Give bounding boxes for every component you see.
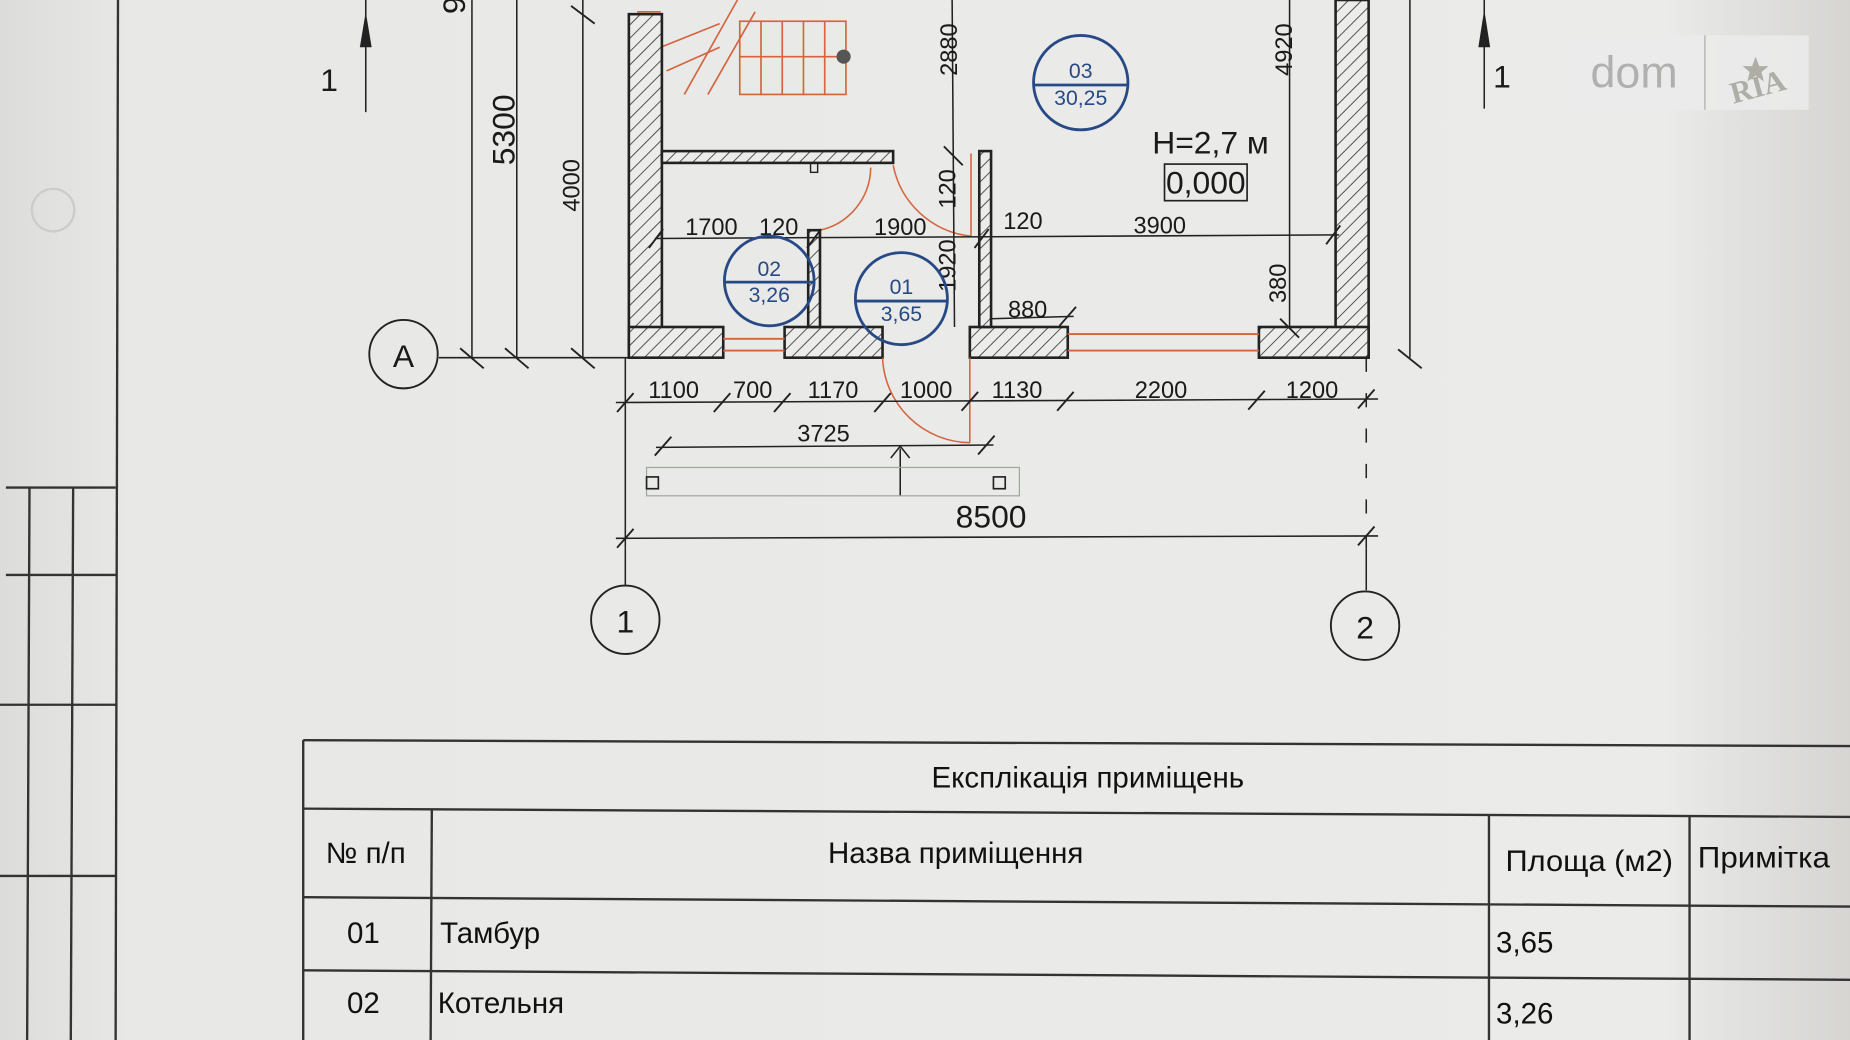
axis-marker-2: 2 <box>1329 548 1401 661</box>
table-title: Експлікація приміщень <box>932 761 1245 794</box>
room-marker-03: 03 30,25 <box>1032 33 1130 132</box>
dimension-label: 1700 <box>685 215 737 241</box>
dimension-label: 3900 <box>1134 214 1186 240</box>
table-row: 01 Тамбур 3,65 <box>347 917 1553 959</box>
cell-number: 01 <box>347 917 380 950</box>
dimension-label: 4920 <box>1272 23 1298 76</box>
column-header: Назва приміщення <box>828 837 1083 870</box>
vertical-dimensions-left: 9 5300 4000 <box>436 0 632 370</box>
dimension-label: 4000 <box>559 159 585 212</box>
dimension-label: 5300 <box>485 94 521 165</box>
windows <box>723 333 1259 352</box>
dimension-label: 1170 <box>808 378 859 404</box>
column-header: Примітка <box>1698 842 1831 875</box>
dimension-label: 8500 <box>956 499 1027 535</box>
dimension-label: 2200 <box>1135 378 1187 404</box>
domria-watermark: dom RIA <box>1565 35 1809 111</box>
room-marker-01: 01 3,65 <box>853 251 949 347</box>
section-label: 1 <box>1493 58 1511 94</box>
room-number: 01 <box>890 275 914 299</box>
cell-area: 3,26 <box>1496 997 1553 1030</box>
star-icon <box>1742 56 1769 82</box>
porch: 3725 <box>645 421 1020 497</box>
room-area: 30,25 <box>1054 86 1107 110</box>
walls <box>627 0 1370 359</box>
room-schedule-table: Експлікація приміщень № п/п Назва приміщ… <box>302 738 1850 1040</box>
ceiling-height-label: H=2,7 м <box>1152 124 1269 160</box>
dimension-label: 1100 <box>648 378 699 404</box>
total-dimension: 8500 <box>615 499 1379 549</box>
doors <box>819 153 972 444</box>
cell-name: Тамбур <box>440 917 540 950</box>
cell-area: 3,65 <box>1496 927 1553 960</box>
axis-label: A <box>393 338 415 374</box>
level-mark: 0,000 <box>1166 165 1246 201</box>
table-row: 02 Котельня 3,26 <box>347 987 1553 1031</box>
dimension-label: 1000 <box>900 378 952 404</box>
cell-name: Котельня <box>438 987 564 1020</box>
dimension-label: 2880 <box>937 23 963 76</box>
axis-marker-a: A <box>368 318 439 390</box>
room-number: 03 <box>1069 59 1093 83</box>
staircase <box>637 0 851 96</box>
section-label: 1 <box>320 62 338 98</box>
cell-number: 02 <box>347 987 380 1020</box>
dimension-label: 1900 <box>874 215 926 241</box>
dimension-label: 880 <box>1008 298 1047 324</box>
axis-label: 1 <box>616 604 634 640</box>
dimension-label: 700 <box>733 378 772 404</box>
room-area: 3,26 <box>749 283 790 307</box>
section-mark-left: 1 <box>320 0 372 113</box>
room-number: 02 <box>757 257 781 281</box>
dimension-label: 9 <box>436 0 472 14</box>
dimension-label: 3725 <box>797 421 849 447</box>
dimension-label: 1920 <box>936 239 962 292</box>
watermark-dom: dom <box>1590 46 1677 97</box>
drawing-frame-left <box>0 0 120 1040</box>
section-mark-right: 1 <box>1478 0 1511 109</box>
room-marker-02: 02 3,26 <box>723 234 816 328</box>
dimension-label: 120 <box>936 169 962 208</box>
level-mark-box <box>1163 163 1248 202</box>
dimension-label: 1200 <box>1286 378 1338 404</box>
axis-marker-1: 1 <box>590 548 661 655</box>
bottom-dimensions: 1100 700 1170 1000 1130 2200 1200 <box>615 357 1379 549</box>
dimension-label: 380 <box>1266 264 1292 303</box>
column-header: № п/п <box>326 837 406 870</box>
column-header: Площа (м2) <box>1505 845 1673 878</box>
dimension-label: 120 <box>1003 209 1042 235</box>
dimension-label: 1130 <box>992 378 1043 404</box>
room-area: 3,65 <box>881 302 922 326</box>
axis-label: 2 <box>1356 610 1374 646</box>
